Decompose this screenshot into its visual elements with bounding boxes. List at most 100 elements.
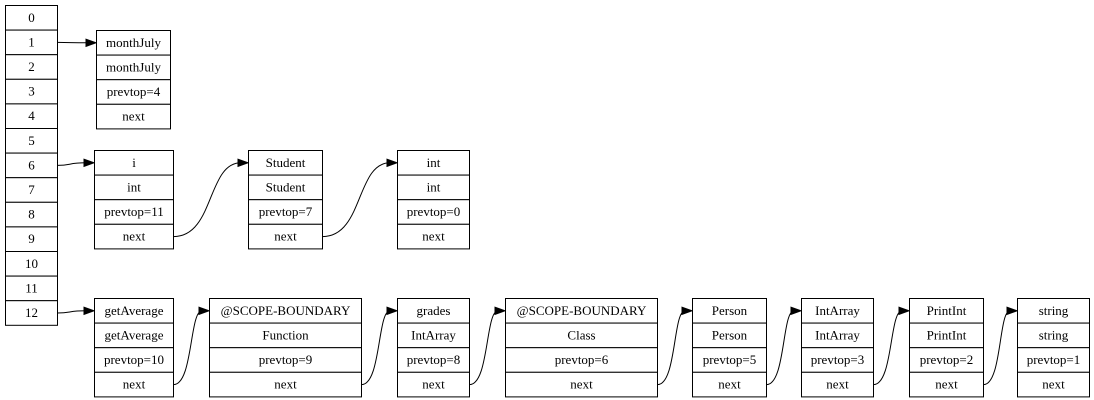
- next-pointer-arrowhead: [898, 306, 911, 316]
- next-pointer-edge: [173, 310, 203, 386]
- symbol-node-cell-text: string: [1039, 303, 1069, 318]
- hash-slot-label: 2: [28, 59, 35, 74]
- hash-slot-frame: [5, 29, 58, 56]
- symbol-node-cell-text: next: [422, 229, 445, 244]
- next-pointer-arrowhead: [386, 306, 399, 316]
- symbol-node-cell-frame: [692, 371, 767, 398]
- hash-slot-label: 6: [28, 157, 35, 172]
- hash-slot-label: 8: [28, 207, 35, 222]
- symbol-node-cell-frame: [94, 199, 174, 225]
- hash-slot-frame: [5, 275, 58, 302]
- hash-slot-frame: [5, 177, 58, 203]
- symbol-node-cell-text: @SCOPE-BOUNDARY: [517, 303, 647, 318]
- symbol-node-cell-text: int: [127, 179, 141, 194]
- hash-slot-frame: [5, 5, 58, 31]
- symbol-node: i int prevtop=11 next: [94, 150, 174, 250]
- next-pointer-arrowhead: [198, 306, 211, 316]
- symbol-node-cell-text: IntArray: [815, 303, 860, 318]
- hash-slot-label: 0: [28, 10, 35, 25]
- symbol-node-cell-text: prevtop=8: [407, 352, 461, 367]
- symbol-node-cell-text: next: [1042, 377, 1065, 392]
- hash-slot-label: 11: [25, 280, 38, 295]
- next-pointer-arrowhead: [237, 158, 250, 168]
- symbol-node-cell-frame: [801, 322, 874, 349]
- symbol-node-cell-text: PrintInt: [927, 303, 967, 318]
- next-pointer-edge: [173, 162, 242, 238]
- symbol-node-cell-frame: [692, 298, 767, 324]
- symbol-node-cell-frame: [248, 150, 323, 176]
- symbol-node-cell-frame: [692, 322, 767, 349]
- hash-slot-label: 9: [28, 231, 35, 246]
- next-pointer-arrowhead: [790, 306, 803, 316]
- next-pointer-arrowhead: [494, 306, 507, 316]
- symbol-node-cell-frame: [94, 174, 174, 201]
- symbol-node-cell-frame: [909, 347, 984, 373]
- symbol-node-cell-text: PrintInt: [927, 327, 967, 342]
- hash-slot-label: 5: [28, 133, 35, 148]
- hash-slot-label: 3: [28, 84, 35, 99]
- symbol-node-cell-frame: [94, 298, 174, 324]
- symbol-node-cell-text: monthJuly: [106, 35, 161, 50]
- symbol-node-cell-frame: [209, 371, 362, 398]
- symbol-node-cell-frame: [909, 322, 984, 349]
- next-pointer-edge: [322, 162, 391, 238]
- symbol-node-cell-frame: [397, 322, 470, 349]
- symbol-node-cell-text: next: [935, 377, 958, 392]
- hash-slot-label: 10: [25, 256, 38, 271]
- next-pointer-edge: [469, 310, 499, 386]
- symbol-node-cell-frame: [94, 150, 174, 176]
- symbol-node-cell-frame: [94, 223, 174, 250]
- symbol-node-cell-text: prevtop=7: [259, 204, 313, 219]
- hash-slot-label: 4: [28, 108, 35, 123]
- symbol-node-cell-text: prevtop=5: [703, 352, 757, 367]
- symbol-node-cell-text: Student: [266, 179, 306, 194]
- symbol-node-cell-frame: [1017, 322, 1090, 349]
- symbol-node-cell-text: prevtop=9: [259, 352, 313, 367]
- symbol-node-cell-text: IntArray: [411, 327, 456, 342]
- symbol-node-cell-frame: [909, 298, 984, 324]
- slot-pointer-arrowhead: [83, 158, 96, 168]
- symbol-node-cell-frame: [248, 174, 323, 201]
- slot-pointer-arrowhead: [85, 38, 98, 48]
- symbol-node-cell-frame: [505, 371, 658, 398]
- symbol-node-cell-frame: [397, 199, 470, 225]
- next-pointer-edge: [361, 310, 391, 386]
- symbol-node-cell-text: prevtop=6: [555, 352, 609, 367]
- symbol-node-cell-frame: [397, 174, 470, 201]
- symbol-node-cell-text: next: [123, 377, 146, 392]
- next-pointer-edge: [983, 310, 1011, 386]
- hash-slot-label: 1: [28, 34, 35, 49]
- symbol-node-cell-frame: [96, 79, 171, 105]
- symbol-node-cell-frame: [1017, 371, 1090, 398]
- next-pointer-arrowhead: [1006, 306, 1019, 316]
- symbol-node-cell-text: next: [123, 229, 146, 244]
- next-pointer-arrowhead: [386, 158, 399, 168]
- symbol-node-cell-text: monthJuly: [106, 59, 161, 74]
- next-pointer-arrowhead: [681, 306, 694, 316]
- symbol-node-cell-text: prevtop=1: [1027, 352, 1081, 367]
- symbol-node-cell-text: i: [132, 155, 136, 170]
- symbol-node-cell-frame: [692, 347, 767, 373]
- symbol-node-cell-frame: [248, 223, 323, 250]
- symbol-node-cell-frame: [397, 223, 470, 250]
- symbol-node-cell-text: getAverage: [105, 303, 164, 318]
- hash-slot-label: 12: [25, 305, 38, 320]
- symbol-node-cell-text: next: [570, 377, 593, 392]
- symbol-node-cell-text: prevtop=11: [104, 204, 164, 219]
- symbol-node-cell-text: grades: [417, 303, 451, 318]
- slot-pointer-edge: [57, 162, 87, 166]
- symbol-node-cell-frame: [96, 30, 171, 56]
- next-pointer-edge: [873, 310, 903, 386]
- symbol-node-cell-frame: [94, 322, 174, 349]
- symbol-node-cell-text: next: [718, 377, 741, 392]
- symbol-node-cell-frame: [248, 199, 323, 225]
